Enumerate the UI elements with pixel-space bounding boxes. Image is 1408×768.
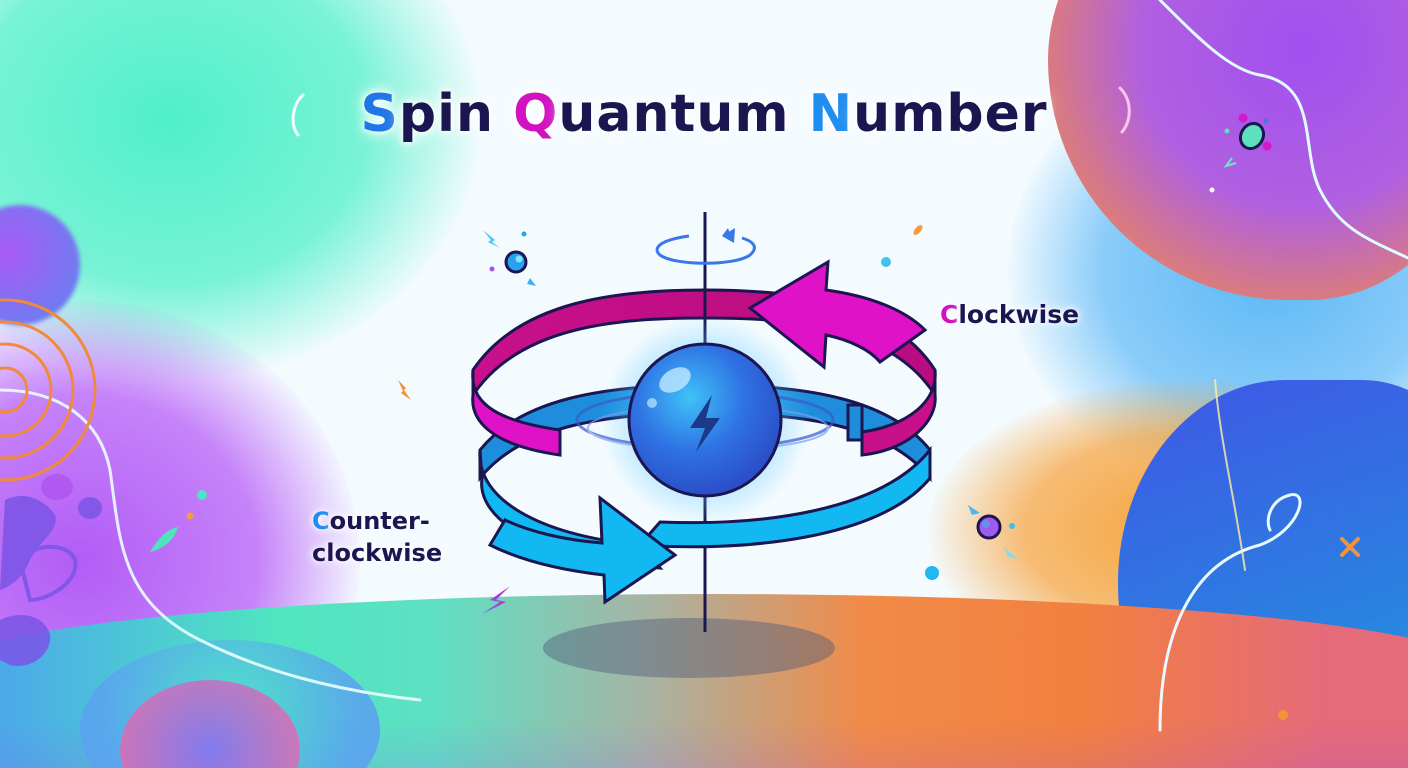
title-accent-q: Q (513, 84, 559, 144)
electron-sphere (627, 342, 783, 498)
title-word-spin: pin (398, 84, 494, 144)
counterclockwise-text-line1: ounter- (329, 507, 430, 535)
lightning-icon (482, 586, 510, 614)
dot (1278, 710, 1288, 720)
counterclockwise-accent: C (312, 507, 330, 535)
title-accent-s: S (360, 84, 399, 144)
clockwise-ribbon-front (471, 259, 937, 457)
leaf-icon (150, 527, 178, 552)
ground-shadow (543, 618, 835, 678)
counterclockwise-label: Counter- clockwise (312, 505, 442, 569)
dot (881, 257, 891, 267)
dot (925, 566, 939, 580)
title-word-number: umber (853, 84, 1048, 144)
lightning-icon (398, 380, 411, 400)
counterclockwise-ribbon-front (478, 445, 932, 605)
dot (197, 490, 207, 500)
clockwise-accent: C (940, 300, 959, 329)
atom-icon (1209, 113, 1272, 193)
particle-icon-left (483, 230, 536, 286)
organic-shapes (0, 474, 102, 666)
dot (913, 225, 923, 235)
concentric-rings (0, 298, 97, 482)
lightning-bolt-icon (690, 395, 720, 452)
title-accent-n: N (808, 84, 854, 144)
clockwise-label: Clockwise (940, 300, 1079, 329)
glow-lines (1118, 0, 1408, 732)
cross-icon (1340, 537, 1360, 557)
title-word-quantum: uantum (558, 84, 790, 144)
clockwise-text: lockwise (958, 300, 1080, 329)
counterclockwise-text-line2: clockwise (312, 539, 443, 567)
rotate-arrow-icon (655, 228, 756, 265)
page-title: Spin Quantum Number (0, 84, 1408, 144)
particle-icon-right (968, 505, 1018, 559)
dot (186, 512, 194, 520)
